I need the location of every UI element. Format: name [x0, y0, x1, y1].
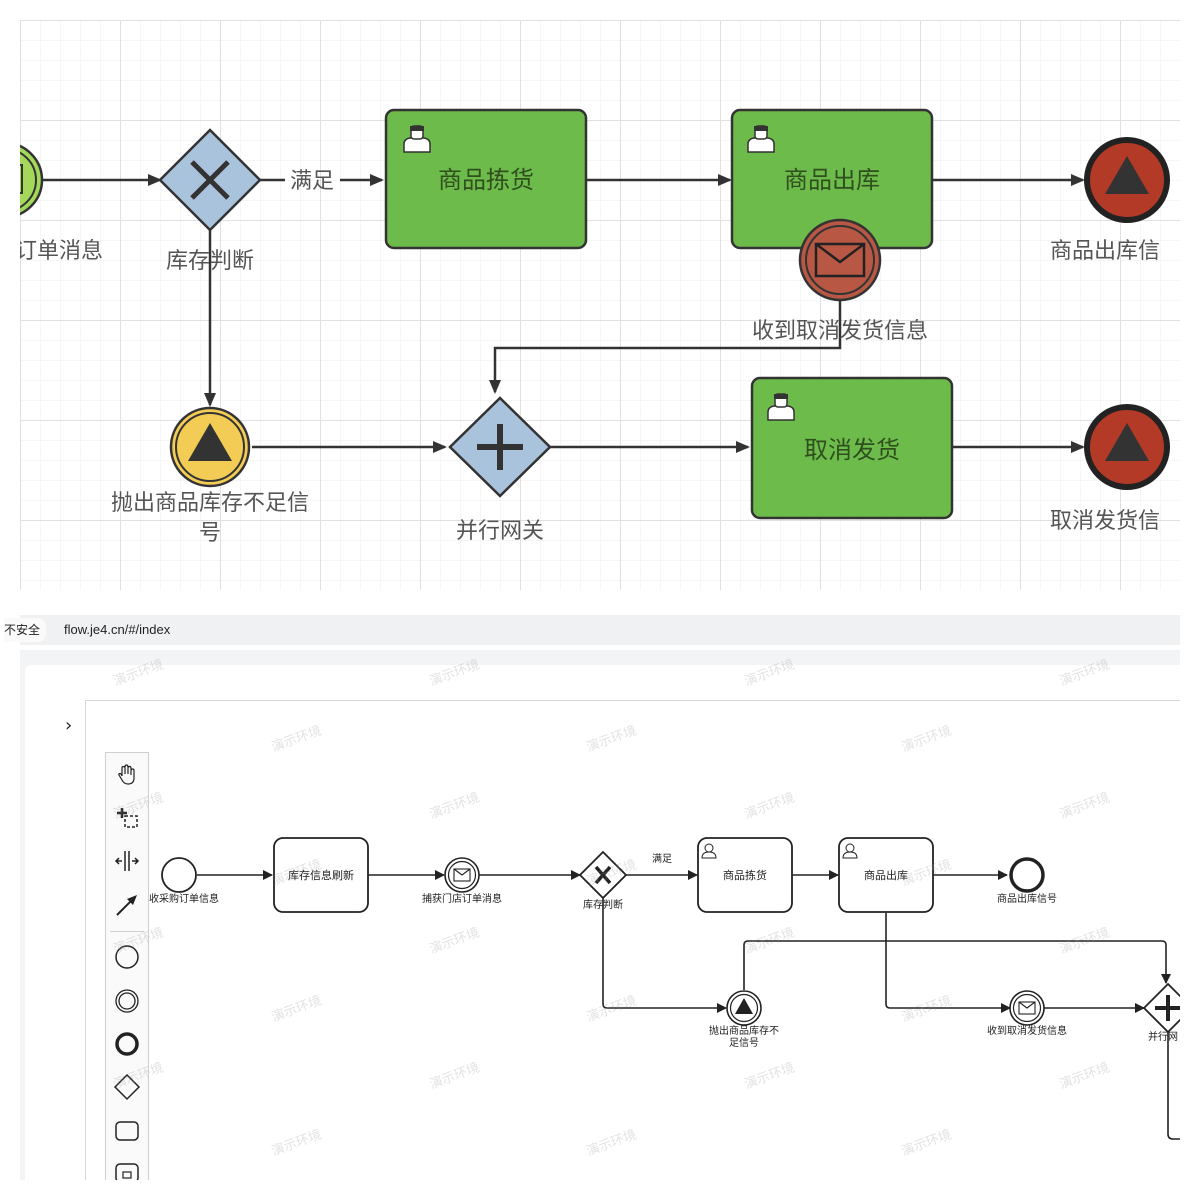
exclusive-gateway[interactable] — [578, 850, 628, 900]
task-outbound-label: 商品出库 — [784, 166, 880, 194]
double-circle-icon — [115, 989, 139, 1013]
throw-signal-event[interactable] — [169, 406, 251, 488]
end-signal-event-cancel[interactable] — [1084, 404, 1170, 490]
create-end-event[interactable] — [106, 1026, 148, 1062]
arrow-icon — [116, 895, 137, 916]
tool-palette — [105, 752, 149, 1180]
url-text[interactable]: flow.je4.cn/#/index — [64, 622, 171, 637]
bpmn-editor: › 收采购订单信息 库存信息刷新 — [20, 650, 1180, 1180]
task-cancel[interactable] — [750, 376, 954, 520]
create-gateway[interactable] — [106, 1069, 148, 1105]
task-refresh[interactable] — [273, 837, 369, 913]
canvas-frame — [85, 700, 1180, 1180]
x-icon — [594, 865, 612, 885]
flow-gateway-to-throw[interactable] — [602, 898, 727, 1013]
user-icon — [403, 125, 431, 153]
x-icon — [190, 160, 230, 200]
space-tool[interactable] — [106, 843, 148, 879]
hand-icon — [118, 764, 135, 785]
signal-triangle-icon — [188, 423, 232, 461]
hand-tool[interactable] — [106, 757, 148, 793]
bpmn-canvas[interactable]: 收采购订单信息 库存信息刷新 捕获门店订单消息 库存判断 满足 商品拣货 — [20, 650, 1180, 1180]
throw-label-line1: 抛出商品库存不 — [709, 1024, 779, 1037]
security-indicator[interactable]: 不安全 — [4, 618, 47, 642]
chevron-right-icon[interactable]: › — [65, 715, 73, 736]
gateway-label: 库存判断 — [583, 898, 623, 911]
boundary-message-event[interactable] — [798, 218, 882, 302]
envelope-icon — [814, 242, 866, 278]
user-icon — [701, 843, 717, 859]
thick-circle-icon — [115, 1032, 139, 1056]
catch-message-event[interactable] — [444, 857, 480, 893]
end-event-outbound[interactable] — [1009, 857, 1045, 893]
user-icon — [842, 843, 858, 859]
create-subprocess[interactable] — [106, 1155, 148, 1180]
catch-message-label: 捕获门店订单消息 — [422, 892, 502, 905]
circle-icon — [115, 945, 139, 969]
zoomed-diagram-panel: 订单消息 库存判断 满足 商品拣货 — [20, 20, 1180, 590]
envelope-icon — [1018, 1001, 1036, 1015]
palette-separator — [110, 931, 144, 932]
flow-throw-to-parallel[interactable] — [743, 940, 1171, 990]
throw-label-line2: 足信号 — [729, 1037, 759, 1049]
end-signal-event-outbound[interactable] — [1084, 137, 1170, 223]
throw-signal-event[interactable] — [726, 990, 762, 1026]
end-outbound-label: 商品出库信 — [1050, 239, 1160, 264]
condition-label: 满足 — [290, 169, 334, 194]
plus-icon — [477, 424, 523, 470]
envelope-icon — [453, 868, 471, 882]
task-refresh-label: 库存信息刷新 — [288, 868, 354, 882]
flow-boundary-to-parallel[interactable] — [489, 298, 842, 394]
rounded-rect-icon — [115, 1121, 139, 1141]
signal-triangle-icon — [735, 998, 753, 1014]
task-pick-label: 商品拣货 — [723, 868, 767, 882]
exclusive-gateway[interactable] — [158, 128, 262, 232]
grid-background — [20, 20, 1180, 590]
lasso-icon — [117, 808, 138, 828]
throw-event-label-line1: 抛出商品库存不足信 — [111, 491, 309, 516]
start-event[interactable] — [161, 857, 197, 893]
envelope-icon — [20, 164, 23, 194]
diamond-icon — [113, 1073, 141, 1101]
connect-tool[interactable] — [106, 887, 148, 923]
boundary-event-label: 收到取消发货信息 — [752, 319, 928, 344]
task-outbound[interactable] — [838, 837, 934, 913]
browser-address-bar[interactable]: 不安全 flow.je4.cn/#/index — [4, 615, 1180, 645]
space-icon — [114, 851, 140, 871]
task-pick[interactable] — [384, 108, 588, 250]
signal-triangle-icon — [1105, 423, 1149, 461]
signal-triangle-icon — [1105, 156, 1149, 194]
user-icon — [767, 393, 795, 421]
task-outbound-label: 商品出库 — [864, 868, 908, 882]
start-event-label: 订单消息 — [20, 239, 103, 264]
cancel-message-event[interactable] — [1009, 990, 1045, 1026]
plus-icon — [1155, 995, 1180, 1021]
task-pick-label: 商品拣货 — [438, 166, 534, 194]
create-task[interactable] — [106, 1113, 148, 1149]
task-cancel-label: 取消发货 — [804, 436, 900, 464]
end-cancel-label: 取消发货信 — [1050, 509, 1160, 534]
flow-parallel-out[interactable] — [1167, 1030, 1180, 1140]
user-icon — [747, 125, 775, 153]
create-intermediate-event[interactable] — [106, 983, 148, 1019]
zoomed-diagram-canvas: 订单消息 库存判断 满足 商品拣货 — [20, 20, 1180, 590]
parallel-gateway[interactable] — [1142, 982, 1180, 1034]
gateway-label: 库存判断 — [166, 249, 254, 274]
throw-event-label-line2: 号 — [199, 521, 221, 546]
subprocess-icon — [115, 1163, 139, 1180]
lasso-tool[interactable] — [106, 799, 148, 835]
task-pick[interactable] — [697, 837, 793, 913]
parallel-gateway-label: 并行网 — [1148, 1030, 1178, 1043]
parallel-gateway[interactable] — [448, 396, 552, 498]
start-event-label: 收采购订单信息 — [149, 892, 219, 905]
start-message-event[interactable] — [20, 143, 44, 217]
parallel-gateway-label: 并行网关 — [456, 519, 544, 544]
create-start-event[interactable] — [106, 939, 148, 975]
end-outbound-label: 商品出库信号 — [997, 892, 1057, 905]
condition-label: 满足 — [652, 853, 672, 865]
cancel-message-label: 收到取消发货信息 — [987, 1024, 1067, 1037]
flow-outbound-to-cancel-msg[interactable] — [885, 913, 1011, 1013]
